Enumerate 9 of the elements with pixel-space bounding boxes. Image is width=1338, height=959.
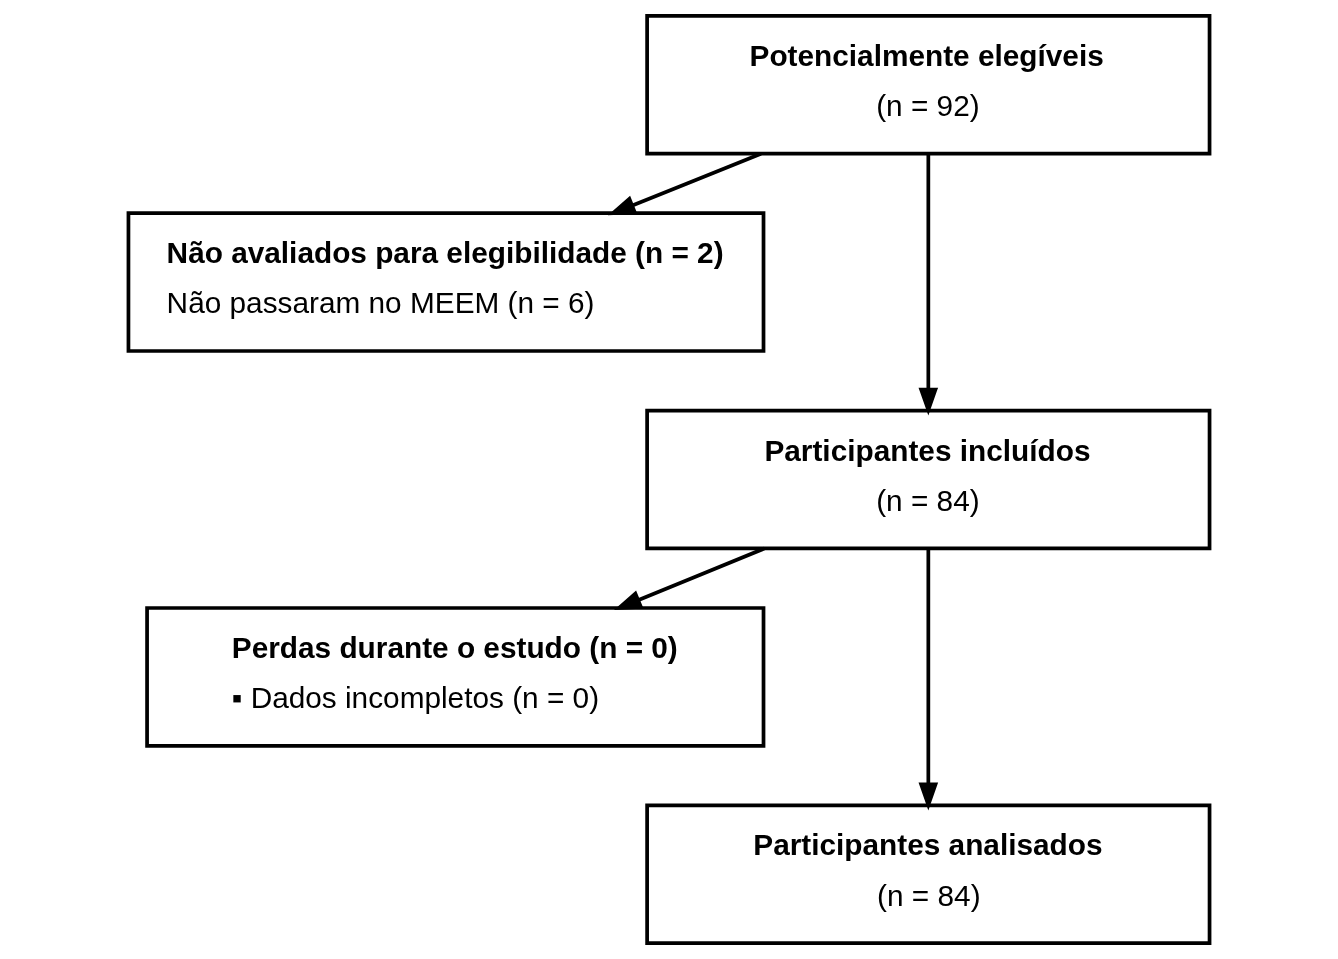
node-box: Perdas durante o estudo (n = 0) ▪ Dados incompletos (n = 0)	[145, 606, 766, 748]
node-box: Participantes incluídos (n = 84)	[645, 408, 1212, 551]
node-box: Participantes analisados (n = 84)	[645, 803, 1212, 946]
arrow	[613, 546, 765, 611]
node-box: Não avaliados para elegibilidade (n = 2) Não passaram no MEEM (n = 6)	[126, 211, 766, 353]
arrow	[607, 152, 762, 216]
arrow	[918, 153, 939, 416]
arrow	[918, 548, 939, 811]
node-box: Potencialmente elegíveis (n = 92)	[645, 13, 1212, 156]
